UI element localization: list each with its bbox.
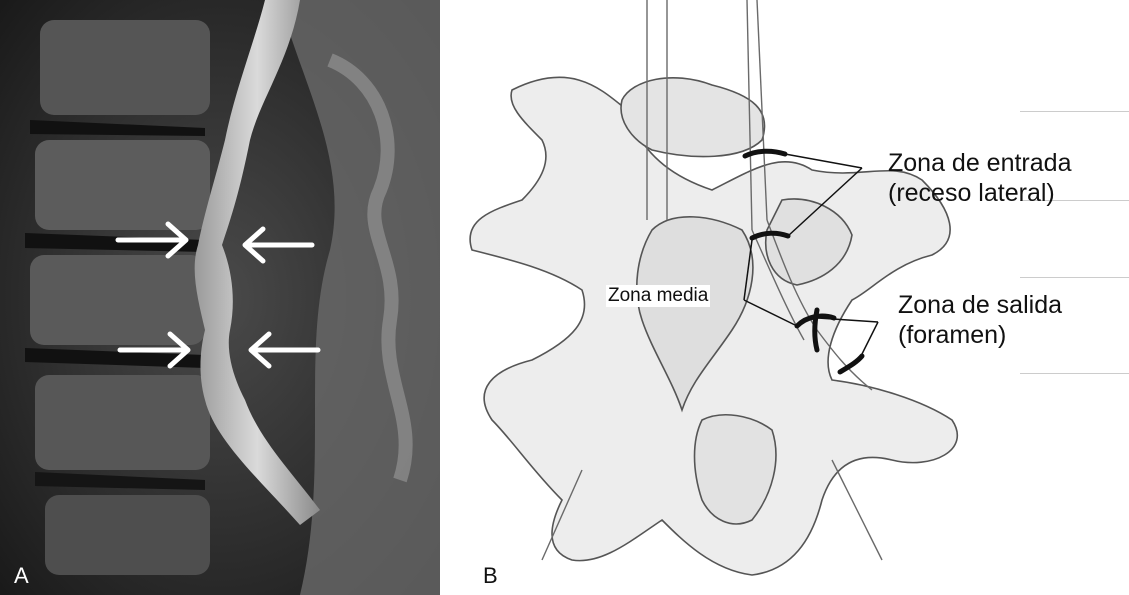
exit-zone-subtitle: (foramen) — [898, 320, 1062, 350]
exit-zone-marker-lower — [840, 356, 862, 372]
vertebral-body — [40, 20, 210, 115]
entry-zone-subtitle: (receso lateral) — [888, 178, 1071, 208]
panel-letter-b: B — [483, 563, 498, 589]
panel-letter-a: A — [14, 563, 29, 589]
vertebral-body — [45, 495, 210, 575]
entry-zone-marker — [745, 151, 785, 156]
exit-zone-marker-upper — [815, 310, 817, 350]
vertebral-body — [35, 375, 210, 470]
vertebral-body — [30, 255, 205, 345]
exit-zone-title: Zona de salida — [898, 290, 1062, 320]
entry-zone-label: Zona de entrada (receso lateral) — [888, 148, 1071, 208]
vertebral-body — [35, 140, 210, 230]
mri-image — [0, 0, 440, 595]
entry-zone-title: Zona de entrada — [888, 148, 1071, 178]
exit-zone-label: Zona de salida (foramen) — [898, 290, 1062, 350]
mri-panel — [0, 0, 440, 595]
divider-rule — [1020, 111, 1129, 112]
middle-zone-label: Zona media — [606, 285, 710, 307]
divider-rule — [1020, 277, 1129, 278]
vertebra-outline — [470, 77, 957, 575]
divider-rule — [1020, 373, 1129, 374]
